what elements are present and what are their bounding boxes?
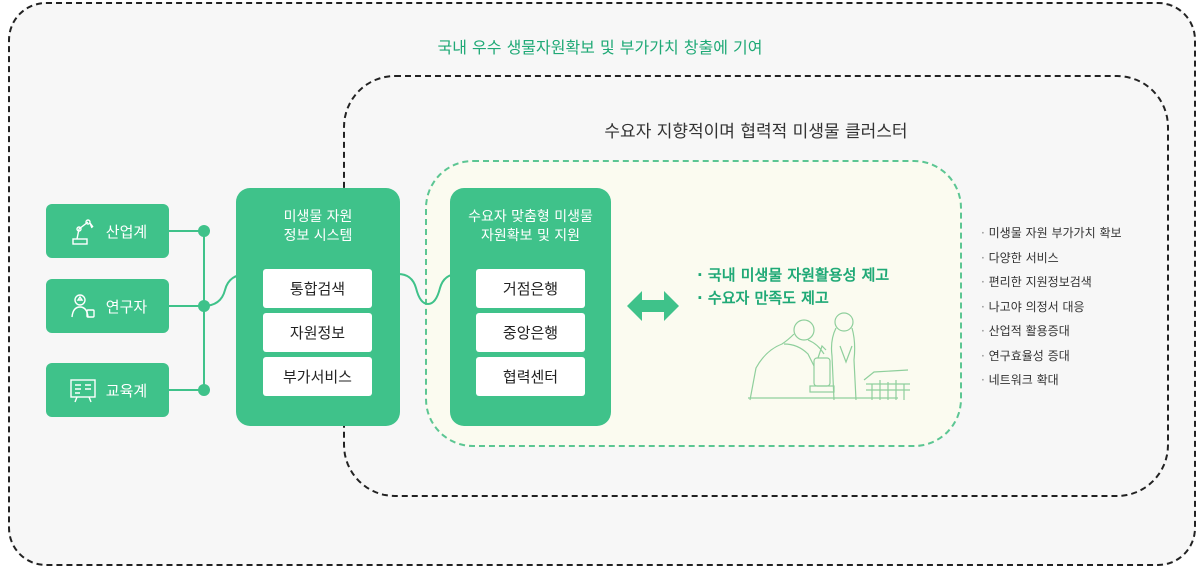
info-system-box: 미생물 자원 정보 시스템 통합검색 자원정보 부가서비스 xyxy=(236,188,400,426)
effect-item: 편리한 지원정보검색 xyxy=(981,270,1122,295)
resource-info-item[interactable]: 자원정보 xyxy=(263,313,372,352)
effect-item: 나고야 의정서 대응 xyxy=(981,295,1122,320)
presentation-board-icon xyxy=(70,379,96,403)
title-line: 정보 시스템 xyxy=(283,228,353,244)
connector xyxy=(169,230,203,232)
title-line: 미생물 자원 xyxy=(283,209,353,225)
sector-label: 연구자 xyxy=(105,297,148,316)
outer-title: 국내 우수 생물자원확보 및 부가가치 창출에 기여 xyxy=(437,38,763,57)
sector-label: 교육계 xyxy=(105,381,148,400)
hub-bank-item[interactable]: 거점은행 xyxy=(476,269,585,308)
title-line: 수요자 맞춤형 미생물 xyxy=(468,209,593,225)
cluster-title: 수요자 지향적이며 협력적 미생물 클러스터 xyxy=(604,122,908,142)
effect-item: 네트워크 확대 xyxy=(981,368,1122,393)
effect-item: 연구효율성 증대 xyxy=(981,344,1122,369)
effects-list: 미생물 자원 부가가치 확보 다양한 서비스 편리한 지원정보검색 나고야 의정… xyxy=(981,221,1122,393)
custom-support-title: 수요자 맞춤형 미생물 자원확보 및 지원 xyxy=(450,188,611,246)
custom-support-box: 수요자 맞춤형 미생물 자원확보 및 지원 거점은행 중앙은행 협력센터 xyxy=(450,188,611,426)
benefit-item: · 국내 미생물 자원활용성 제고 xyxy=(697,266,890,284)
connector-dot xyxy=(198,225,210,237)
info-system-title: 미생물 자원 정보 시스템 xyxy=(236,188,400,246)
effect-item: 미생물 자원 부가가치 확보 xyxy=(981,221,1122,246)
title-line: 자원확보 및 지원 xyxy=(480,228,581,244)
connector xyxy=(169,305,203,307)
benefits-list: · 국내 미생물 자원활용성 제고 · 수요자 만족도 제고 xyxy=(697,264,889,310)
researcher-icon xyxy=(71,294,95,318)
curved-connector xyxy=(398,273,458,306)
double-arrow-icon xyxy=(627,291,679,321)
sector-industry: 산업계 xyxy=(46,204,169,258)
cooperation-center-item[interactable]: 협력센터 xyxy=(476,357,585,396)
sector-researcher: 연구자 xyxy=(46,279,169,333)
sector-label: 산업계 xyxy=(105,222,148,241)
integrated-search-item[interactable]: 통합검색 xyxy=(263,269,372,308)
benefit-item: · 수요자 만족도 제고 xyxy=(697,289,829,307)
effect-item: 다양한 서비스 xyxy=(981,246,1122,271)
scientists-illustration xyxy=(748,312,910,401)
connector-dot xyxy=(198,384,210,396)
central-bank-item[interactable]: 중앙은행 xyxy=(476,313,585,352)
value-added-service-item[interactable]: 부가서비스 xyxy=(263,357,372,396)
robot-arm-icon xyxy=(72,219,94,245)
effect-item: 산업적 활용증대 xyxy=(981,319,1122,344)
connector xyxy=(169,389,203,391)
sector-education: 교육계 xyxy=(46,363,169,417)
